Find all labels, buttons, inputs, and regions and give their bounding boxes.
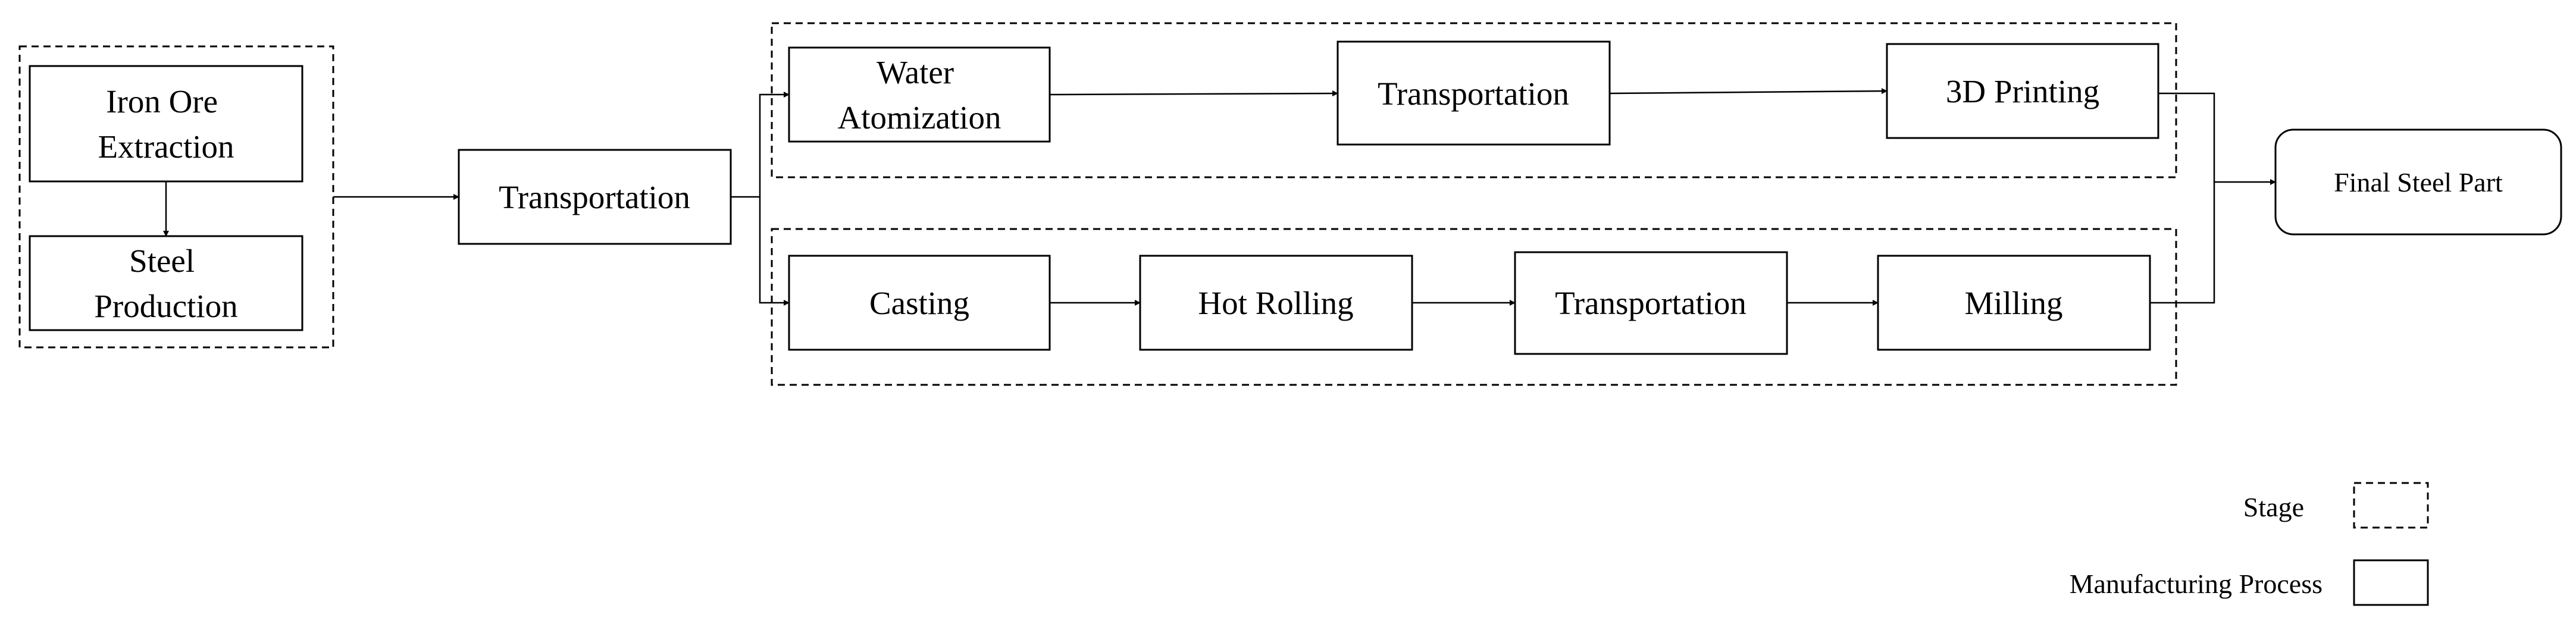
casting-label: Casting (869, 285, 969, 321)
svg-text:Casting: Casting (869, 285, 969, 321)
legend-stage-swatch (2353, 482, 2429, 529)
svg-text:Water Atomization: Water Atomization (838, 54, 1001, 136)
hot-rolling-label: Hot Rolling (1198, 285, 1353, 321)
process-transportation-main: Transportation (458, 149, 732, 245)
iron-ore-line-1: Iron Ore (106, 83, 218, 120)
milling-label: Milling (1964, 285, 2062, 321)
arrow-branch-to-water-atomization (759, 92, 790, 197)
steel-production-line-2: Production (94, 288, 237, 324)
process-transportation-top: Transportation (1336, 40, 1611, 146)
stage-conventional-route (771, 228, 2177, 386)
process-steel-production: Steel Production (29, 235, 303, 331)
legend-process-label: Manufacturing Process (2070, 569, 2323, 599)
merge-from-3d-printing (2158, 92, 2215, 182)
iron-ore-line-2: Extraction (98, 128, 234, 165)
legend-process-swatch (2353, 559, 2429, 606)
process-hot-rolling: Hot Rolling (1139, 255, 1413, 351)
svg-text:Iron Ore Extraction: Iron Ore Extraction (98, 83, 234, 165)
process-iron-ore-extraction: Iron Ore Extraction (29, 65, 303, 183)
svg-text:Steel Production: Steel Production (94, 243, 237, 324)
svg-text:Transportation: Transportation (499, 179, 690, 215)
3d-printing-label: 3D Printing (1946, 73, 2099, 109)
svg-text:Hot Rolling: Hot Rolling (1198, 285, 1353, 321)
water-atomization-line-2: Atomization (838, 99, 1001, 136)
legend-stage-label: Stage (2243, 492, 2304, 522)
process-3d-printing: 3D Printing (1886, 43, 2159, 139)
legend: Stage Manufacturing Process (2070, 482, 2429, 606)
svg-text:Final Steel Part: Final Steel Part (2334, 167, 2503, 197)
arrow-transportation-to-3d-printing (1609, 88, 1888, 95)
svg-text:Milling: Milling (1964, 285, 2062, 321)
process-casting: Casting (788, 255, 1051, 351)
svg-text:3D Printing: 3D Printing (1946, 73, 2099, 109)
transportation-top-label: Transportation (1378, 76, 1569, 112)
final-steel-part-label: Final Steel Part (2334, 167, 2503, 197)
arrow-water-atomization-to-transportation (1049, 90, 1338, 97)
transportation-bottom-label: Transportation (1555, 285, 1746, 321)
arrow-branch-to-casting (759, 197, 790, 306)
svg-text:Transportation: Transportation (1378, 76, 1569, 112)
process-milling: Milling (1877, 255, 2151, 351)
stage-additive-route (771, 22, 2177, 178)
steel-production-line-1: Steel (129, 243, 195, 279)
process-transportation-bottom: Transportation (1514, 251, 1788, 355)
svg-text:Transportation: Transportation (1555, 285, 1746, 321)
process-water-atomization: Water Atomization (788, 46, 1051, 143)
final-steel-part: Final Steel Part (2274, 128, 2562, 236)
transportation-main-label: Transportation (499, 179, 690, 215)
water-atomization-line-1: Water (877, 54, 954, 90)
merge-from-milling (2150, 182, 2215, 304)
